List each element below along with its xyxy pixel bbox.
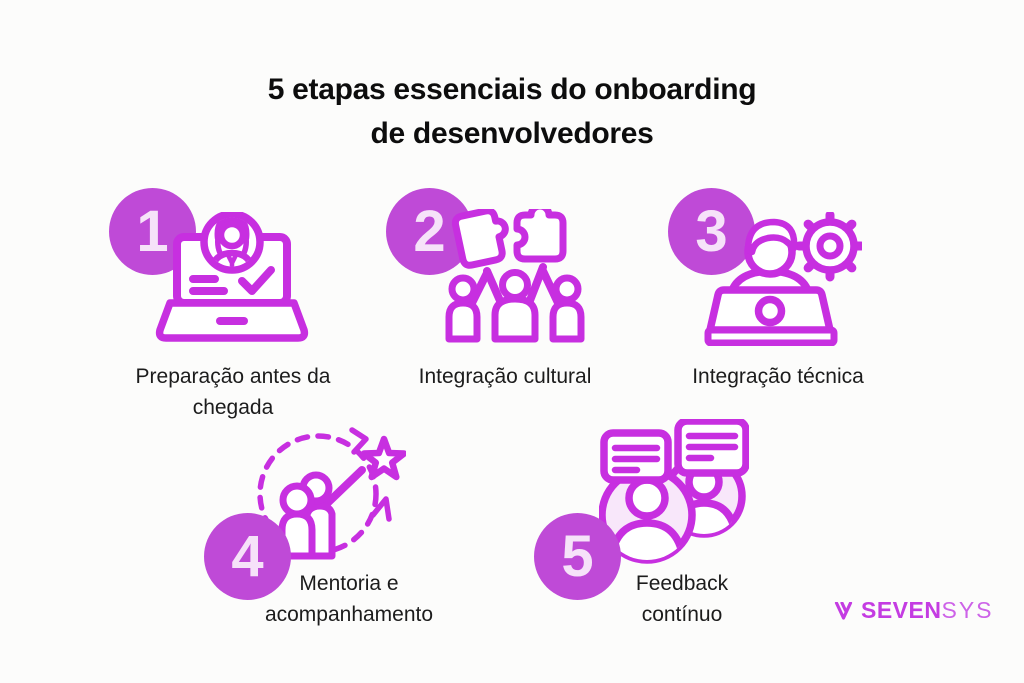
arrow-right-icon: [349, 427, 369, 455]
laptop-profile-icon: [155, 212, 309, 342]
step-4-number-badge: 4: [204, 513, 291, 600]
gear-icon: [794, 212, 862, 282]
speech-bubble-left-icon: [600, 429, 672, 484]
star-icon: [360, 435, 406, 481]
page-title: 5 etapas essenciais do onboarding de des…: [0, 68, 1024, 156]
developer-laptop-gear-icon: [704, 212, 862, 346]
team-puzzle-icon: [445, 209, 585, 343]
step-1-number-badge: 1: [109, 188, 196, 275]
step-4-label: Mentoria e acompanhamento: [264, 572, 434, 626]
step-2-label: Integração cultural: [418, 365, 592, 388]
step-4-number: 4: [231, 523, 264, 589]
feedback-chat-avatars-icon: [599, 419, 749, 564]
arrow-up-icon: [370, 496, 392, 522]
brand-name-light: SYS: [941, 597, 994, 623]
brand-logo-text: SEVENSYS: [861, 599, 994, 622]
step-1-number: 1: [136, 198, 169, 264]
step-5-number-badge: 5: [534, 513, 621, 600]
title-line-2: de desenvolvedores: [370, 117, 654, 150]
step-3-number: 3: [695, 198, 728, 264]
title-line-1: 5 etapas essenciais do onboarding: [267, 73, 757, 106]
mentorship-growth-star-icon: [257, 427, 406, 560]
step-3-label: Integração técnica: [692, 365, 864, 388]
step-5-label: Feedback contínuo: [635, 572, 729, 626]
speech-bubble-right-icon: [674, 419, 749, 477]
step-2-number: 2: [413, 198, 446, 264]
step-5-number: 5: [561, 523, 594, 589]
double-v-logomark-icon: [834, 601, 853, 620]
step-2-number-badge: 2: [386, 188, 473, 275]
step-3-number-badge: 3: [668, 188, 755, 275]
step-1-label: Preparação antes da chegada: [135, 365, 331, 419]
brand-name-bold: SEVEN: [861, 597, 942, 623]
brand-logo: SEVENSYS: [833, 599, 994, 622]
